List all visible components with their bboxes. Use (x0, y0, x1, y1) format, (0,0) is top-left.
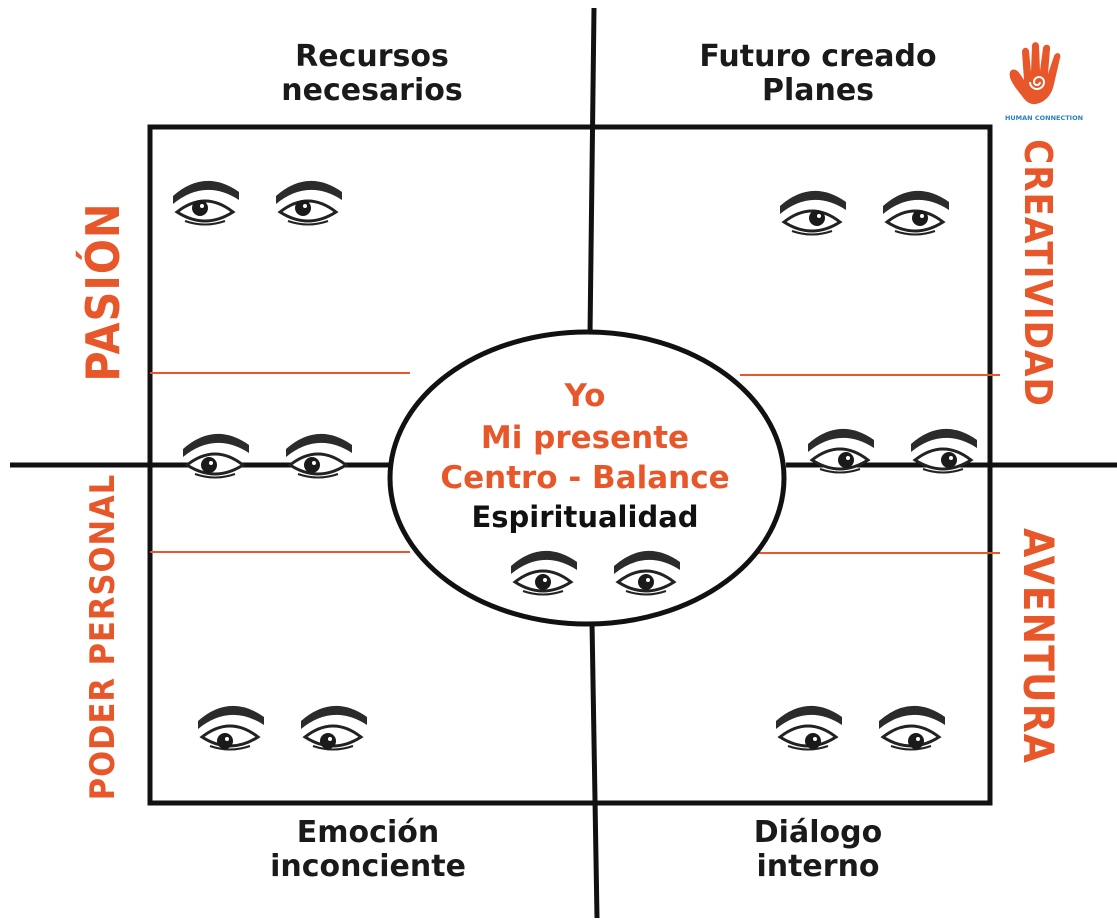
center-line-espiritualidad: Espiritualidad (471, 500, 699, 534)
left-eye-icon (511, 550, 577, 596)
center-line-mi-presente: Mi presente (480, 420, 690, 456)
right-eye-icon (276, 180, 342, 226)
eye-pair-center (511, 550, 680, 596)
eye-pair-bottom-left (198, 705, 367, 751)
center-line-balance: Centro - Balance (440, 460, 730, 496)
right-eye-icon (879, 705, 945, 751)
right-eye-icon (286, 433, 352, 479)
left-eye-icon (780, 190, 846, 236)
left-eye-icon (808, 428, 874, 474)
right-eye-icon (911, 428, 977, 474)
label-bottom-right-line1: Diálogo (753, 815, 883, 850)
logo-text: HUMAN CONNECTION (1005, 114, 1083, 122)
label-top-right-line2: Planes (761, 72, 875, 108)
eye-pair-top-left (173, 180, 342, 226)
vertical-axis-top (587, 7, 597, 336)
side-word-aventura: AVENTURA (1014, 528, 1063, 764)
human-connection-logo: HUMAN CONNECTION (1005, 42, 1083, 122)
center-line-yo: Yo (564, 378, 606, 414)
right-eye-icon (614, 550, 680, 596)
label-top-left-line2: necesarios (281, 72, 463, 108)
label-top-right-line1: Futuro creado (699, 39, 937, 74)
eye-pair-top-right (780, 190, 949, 236)
vertical-axis-bottom (589, 621, 600, 919)
right-eye-icon (883, 190, 949, 236)
side-word-poder-personal: PODER PERSONAL (83, 473, 123, 801)
side-word-pasion: PASIÓN (76, 202, 130, 382)
label-top-left: Recursos necesarios (242, 40, 502, 107)
center-circle (387, 329, 787, 627)
label-bottom-left-line2: inconciente (270, 848, 466, 884)
right-eye-icon (301, 705, 367, 751)
label-bottom-right: Diálogo interno (688, 816, 948, 883)
label-bottom-left-line1: Emoción (296, 815, 440, 850)
label-bottom-left: Emoción inconciente (238, 816, 498, 883)
label-bottom-right-line2: interno (756, 848, 880, 884)
eye-pair-middle-left (183, 433, 352, 479)
eye-pair-middle-right (808, 428, 977, 474)
left-eye-icon (776, 705, 842, 751)
label-top-right: Futuro creado Planes (688, 40, 948, 107)
left-eye-icon (173, 180, 239, 226)
left-eye-icon (198, 705, 264, 751)
eye-pair-bottom-right (776, 705, 945, 751)
left-eye-icon (183, 433, 249, 479)
side-word-creatividad: CREATIVIDAD (1016, 139, 1060, 407)
label-top-left-line1: Recursos (295, 39, 449, 74)
eyes-layer (173, 180, 977, 751)
